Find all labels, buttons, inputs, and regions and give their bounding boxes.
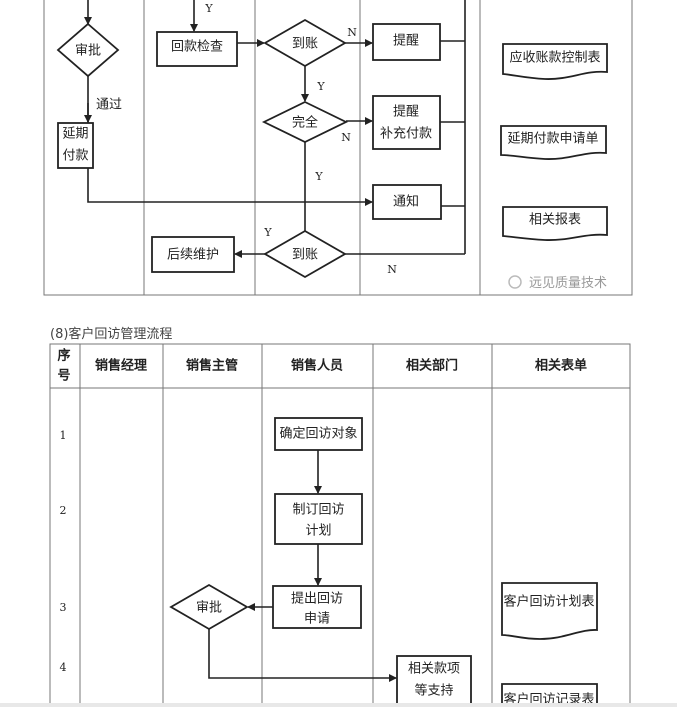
support-line1: 相关款项 [408, 662, 460, 677]
delay-payment-box: 延期 付款 [57, 122, 94, 169]
section-caption: (8)客户回访管理流程 [50, 326, 172, 342]
make-plan-box: 制订回访 计划 [274, 493, 363, 545]
header-related-forms: 相关表单 [535, 358, 587, 374]
supervisor-approve-diamond: 审批 [169, 583, 249, 631]
complete-diamond: 完全 [261, 100, 349, 144]
bottom-shadow [0, 703, 677, 707]
notify-box: 通知 [372, 184, 442, 220]
bottom-table-grid [49, 343, 631, 707]
top-swimlane-grid [43, 0, 633, 296]
follow-up-box: 后续维护 [151, 236, 235, 273]
approve-diamond: 审批 [56, 22, 120, 78]
no-label: N [341, 131, 351, 144]
submit-line2: 申请 [304, 612, 330, 627]
row-number: 2 [60, 504, 67, 517]
arrived-diamond-2: 到账 [263, 229, 347, 279]
supervisor-approve-label: 审批 [196, 601, 222, 616]
header-sales-staff: 销售人员 [291, 358, 343, 374]
follow-up-label: 后续维护 [167, 248, 219, 263]
determine-target-label: 确定回访对象 [279, 427, 357, 442]
yes-label: Y [316, 80, 325, 93]
header-sales-supervisor: 销售主管 [186, 358, 238, 374]
document-label: 客户回访计划表 [503, 594, 594, 610]
arrived-label-2: 到账 [292, 248, 318, 263]
make-plan-line1: 制订回访 [292, 503, 344, 518]
row-number: 4 [60, 661, 67, 674]
header-related-dept: 相关部门 [406, 358, 458, 374]
document-visit-plan: 客户回访计划表 [501, 582, 598, 640]
remind-supplement-line1: 提醒 [393, 104, 419, 120]
delay-payment-line2: 付款 [62, 149, 88, 164]
yes-label: Y [204, 2, 213, 15]
determine-target-box: 确定回访对象 [274, 417, 363, 451]
submit-line1: 提出回访 [291, 591, 343, 607]
document-label: 相关报表 [529, 213, 581, 228]
submit-application-box: 提出回访 申请 [272, 585, 362, 629]
approve-label: 审批 [75, 44, 101, 59]
document-delay-payment-application: 延期付款申请单 [500, 125, 607, 160]
remind-supplement-box: 提醒 补充付款 [372, 95, 441, 150]
header-seq: 序 [57, 348, 70, 364]
notify-label: 通知 [393, 194, 419, 210]
watermark: 远见质量技术 [508, 275, 607, 291]
row-number: 1 [60, 429, 67, 442]
arrived-label-1: 到账 [292, 37, 318, 52]
yes-label: Y [314, 170, 323, 183]
passed-label: 通过 [96, 98, 122, 113]
top-connectors [84, 0, 466, 258]
remind-box: 提醒 [372, 23, 441, 61]
document-related-reports: 相关报表 [502, 206, 608, 241]
yes-label: Y [263, 226, 272, 239]
payment-check-label: 回款检查 [171, 40, 223, 55]
delay-payment-line1: 延期 [62, 127, 88, 142]
document-label: 延期付款申请单 [507, 132, 598, 147]
payment-check-box: 回款检查 [156, 31, 238, 67]
complete-label: 完全 [292, 115, 318, 131]
header-seq: 号 [57, 369, 70, 384]
watermark-text: 远见质量技术 [529, 276, 607, 291]
arrived-diamond-1: 到账 [263, 18, 347, 68]
no-label: N [387, 263, 397, 276]
row-number: 3 [60, 601, 67, 614]
table-header: 序 号 销售经理 销售主管 销售人员 相关部门 相关表单 [57, 348, 587, 384]
remind-label: 提醒 [393, 33, 419, 49]
document-receivables-control: 应收账款控制表 [502, 43, 608, 80]
no-label: N [347, 26, 357, 39]
make-plan-line2: 计划 [305, 524, 331, 539]
remind-supplement-line2: 补充付款 [380, 126, 432, 142]
support-line2: 等支持 [414, 683, 453, 699]
support-box: 相关款项 等支持 [396, 655, 472, 707]
row-numbers: 1 2 3 4 [60, 429, 67, 674]
bottom-connectors [208, 450, 397, 682]
header-sales-manager: 销售经理 [95, 358, 147, 374]
document-label: 应收账款控制表 [509, 50, 600, 66]
